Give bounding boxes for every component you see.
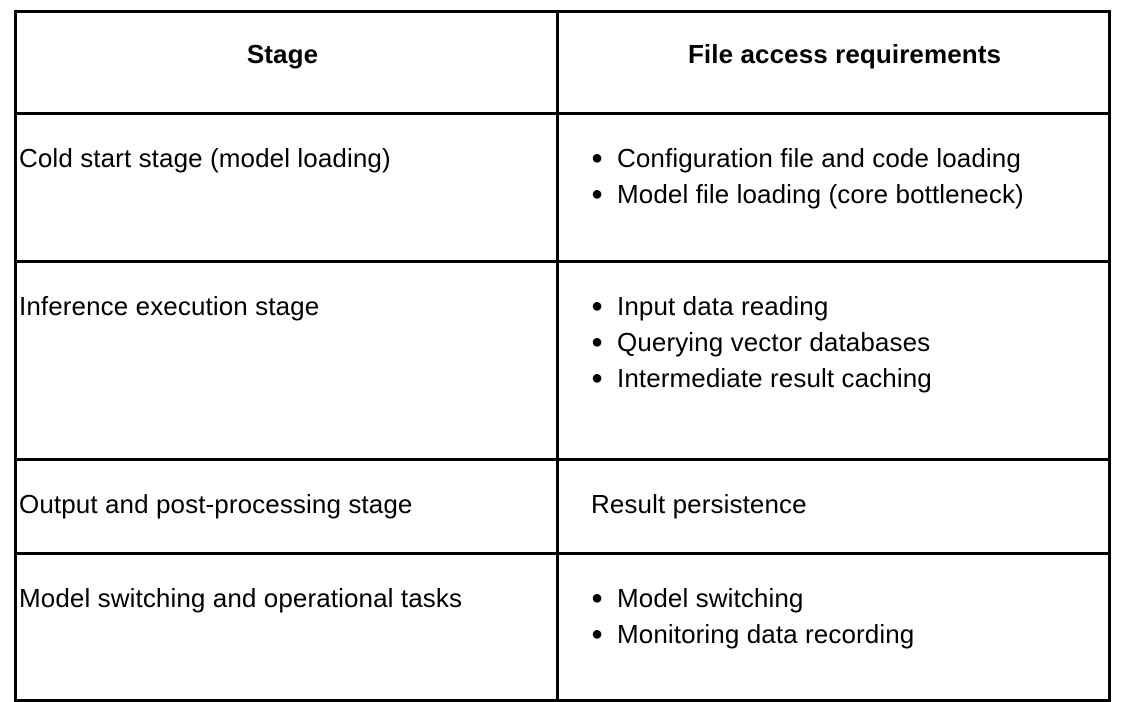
- bullet-icon: ●: [591, 623, 604, 645]
- list-item-label: Monitoring data recording: [617, 619, 915, 649]
- column-header-stage-label: Stage: [246, 39, 319, 69]
- bullet-icon: ●: [591, 295, 604, 317]
- requirements-content: ● Input data reading ● Querying vector d…: [559, 263, 1108, 407]
- list-item: ● Monitoring data recording: [591, 617, 1098, 651]
- table-row: Model switching and operational tasks ● …: [14, 552, 1111, 702]
- requirements-content: ● Configuration file and code loading ● …: [559, 115, 1108, 223]
- list-item: ● Intermediate result caching: [591, 361, 1098, 395]
- cell-stage: Output and post-processing stage: [14, 458, 559, 555]
- table-row: Output and post-processing stage Result …: [14, 458, 1111, 555]
- table-row: Inference execution stage ● Input data r…: [14, 260, 1111, 461]
- requirements-bullet-list: ● Configuration file and code loading ● …: [591, 141, 1098, 211]
- list-item-label: Model file loading (core bottleneck): [617, 179, 1024, 209]
- cell-stage: Inference execution stage: [14, 260, 559, 461]
- list-item: ● Configuration file and code loading: [591, 141, 1098, 175]
- cell-stage: Model switching and operational tasks: [14, 552, 559, 702]
- requirements-content: ● Model switching ● Monitoring data reco…: [559, 555, 1108, 663]
- cell-stage: Cold start stage (model loading): [14, 112, 559, 263]
- requirements-text: Result persistence: [591, 489, 807, 519]
- column-header-requirements: File access requirements: [556, 10, 1111, 115]
- bullet-icon: ●: [591, 331, 604, 353]
- table-body: Cold start stage (model loading) ● Confi…: [14, 112, 1111, 702]
- bullet-icon: ●: [591, 367, 604, 389]
- list-item: ● Querying vector databases: [591, 325, 1098, 359]
- list-item-label: Querying vector databases: [617, 327, 931, 357]
- stage-requirements-table: Stage File access requirements Cold star…: [14, 10, 1111, 702]
- list-item: ● Model switching: [591, 581, 1098, 615]
- list-item: ● Input data reading: [591, 289, 1098, 323]
- requirements-content: Result persistence: [559, 461, 1108, 531]
- cell-requirements: Result persistence: [556, 458, 1111, 555]
- requirements-bullet-list: ● Input data reading ● Querying vector d…: [591, 289, 1098, 395]
- table-header-row: Stage File access requirements: [14, 10, 1111, 115]
- stage-label: Output and post-processing stage: [19, 489, 413, 519]
- bullet-icon: ●: [591, 147, 604, 169]
- cell-requirements: ● Input data reading ● Querying vector d…: [556, 260, 1111, 461]
- bullet-icon: ●: [591, 183, 604, 205]
- list-item-label: Intermediate result caching: [617, 363, 932, 393]
- list-item: ● Model file loading (core bottleneck): [591, 177, 1098, 211]
- cell-requirements: ● Model switching ● Monitoring data reco…: [556, 552, 1111, 702]
- table-header: Stage File access requirements: [14, 10, 1111, 115]
- stage-label: Inference execution stage: [19, 291, 320, 321]
- list-item-label: Input data reading: [617, 291, 829, 321]
- stage-label: Cold start stage (model loading): [19, 143, 391, 173]
- table-row: Cold start stage (model loading) ● Confi…: [14, 112, 1111, 263]
- cell-requirements: ● Configuration file and code loading ● …: [556, 112, 1111, 263]
- bullet-icon: ●: [591, 587, 604, 609]
- list-item-label: Configuration file and code loading: [617, 143, 1021, 173]
- column-header-requirements-label: File access requirements: [687, 39, 1002, 69]
- list-item-label: Model switching: [617, 583, 804, 613]
- column-header-stage: Stage: [14, 10, 559, 115]
- requirements-bullet-list: ● Model switching ● Monitoring data reco…: [591, 581, 1098, 651]
- stage-label: Model switching and operational tasks: [19, 583, 463, 613]
